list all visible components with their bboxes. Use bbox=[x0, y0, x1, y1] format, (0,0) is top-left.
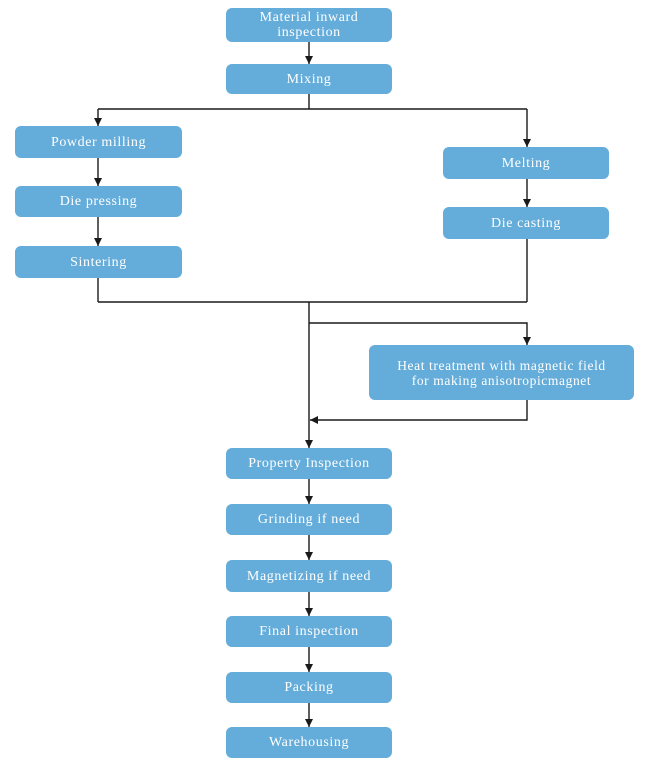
step-property-inspection: Property Inspection bbox=[226, 448, 392, 479]
arrow-heat-return bbox=[310, 416, 318, 424]
connector-heat-branch bbox=[309, 322, 528, 345]
arrow-into-die-pressing bbox=[94, 178, 102, 186]
arrow-into-die-casting bbox=[523, 199, 531, 207]
arrow-grinding-to-magnetizing bbox=[305, 552, 313, 560]
arrow-into-mixing bbox=[305, 56, 313, 64]
connector-heat-return bbox=[310, 400, 528, 421]
arrow-into-melting bbox=[523, 139, 531, 147]
arrow-into-heat-treatment bbox=[523, 337, 531, 345]
arrow-property-to-grinding bbox=[305, 496, 313, 504]
step-magnetizing: Magnetizing if need bbox=[226, 560, 392, 592]
arrow-into-sintering bbox=[94, 238, 102, 246]
arrow-final-to-packing bbox=[305, 664, 313, 672]
step-powder-milling: Powder milling bbox=[15, 126, 182, 158]
step-final-inspection: Final inspection bbox=[226, 616, 392, 647]
arrow-into-powder-milling bbox=[94, 118, 102, 126]
step-die-casting: Die casting bbox=[443, 207, 609, 239]
step-melting: Melting bbox=[443, 147, 609, 179]
step-heat-treatment: Heat treatment with magnetic field for m… bbox=[369, 345, 634, 400]
step-packing: Packing bbox=[226, 672, 392, 703]
step-sintering: Sintering bbox=[15, 246, 182, 278]
arrow-into-property-inspection bbox=[305, 440, 313, 448]
step-grinding: Grinding if need bbox=[226, 504, 392, 535]
arrow-packing-to-warehousing bbox=[305, 719, 313, 727]
step-die-pressing: Die pressing bbox=[15, 186, 182, 217]
step-material-inward-inspection: Material inward inspection bbox=[226, 8, 392, 42]
arrow-magnetizing-to-final bbox=[305, 608, 313, 616]
step-warehousing: Warehousing bbox=[226, 727, 392, 758]
step-mixing: Mixing bbox=[226, 64, 392, 94]
